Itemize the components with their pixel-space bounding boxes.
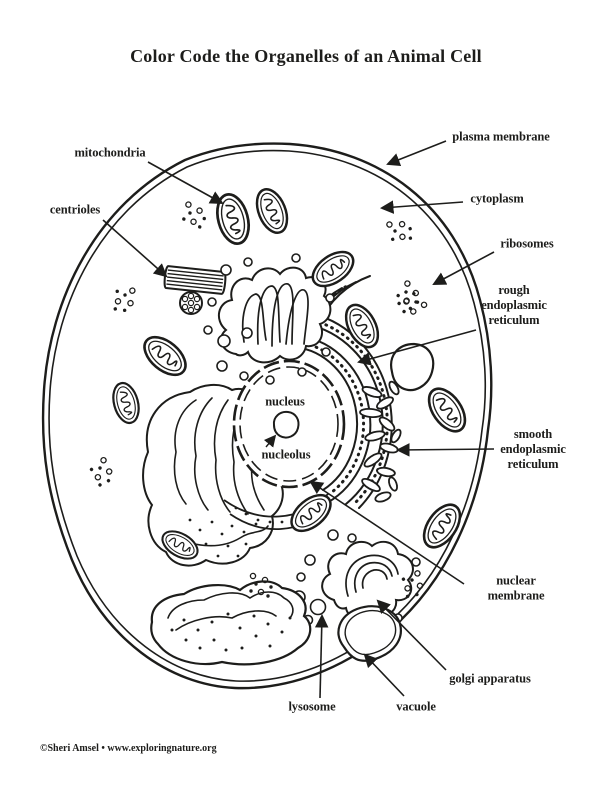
lysosome-structure <box>309 598 327 616</box>
callout-arrows <box>102 140 495 699</box>
arrow-nuclear-membrane <box>309 480 465 585</box>
label-vacuole: vacuole <box>396 699 436 714</box>
page-title: Color Code the Organelles of an Animal C… <box>130 46 482 66</box>
arrow-mitochondria <box>147 161 224 204</box>
nucleolus-pointer <box>263 434 277 448</box>
arrow-plasma-membrane <box>386 140 447 167</box>
centrioles-structure <box>163 265 227 315</box>
arrow-lysosome <box>314 613 329 699</box>
label-plasma-membrane: plasma membrane <box>452 129 550 144</box>
label-golgi-apparatus: golgi apparatus <box>449 671 531 686</box>
label-nucleus: nucleus <box>265 394 305 409</box>
arrow-golgi-apparatus <box>376 599 447 671</box>
label-rough-er: rough endoplasmic reticulum <box>481 282 547 327</box>
nucleolus-shape <box>272 410 300 439</box>
label-lysosome: lysosome <box>288 699 336 714</box>
vesicle-blob <box>390 342 435 392</box>
arrow-cytoplasm <box>379 200 464 214</box>
arrow-rough-er <box>357 329 477 366</box>
label-mitochondria: mitochondria <box>74 145 146 160</box>
arrow-vacuole <box>363 653 405 697</box>
label-ribosomes: ribosomes <box>500 236 554 251</box>
arrow-centrioles <box>102 219 168 278</box>
bottom-er-crescent <box>150 580 312 666</box>
nucleus-structure <box>232 359 346 489</box>
label-nuclear-membrane: nuclear membrane <box>487 573 545 602</box>
label-nucleolus: nucleolus <box>261 447 311 462</box>
label-cytoplasm: cytoplasm <box>470 191 524 206</box>
golgi-apparatus-structure <box>292 529 421 636</box>
arrow-ribosomes <box>432 251 495 285</box>
label-centrioles: centrioles <box>49 202 101 217</box>
smooth-endoplasmic-reticulum <box>359 380 402 503</box>
arrow-smooth-er <box>395 443 495 457</box>
copyright-footer: ©Sheri Amsel • www.exploringnature.org <box>40 743 217 754</box>
label-smooth-er: smooth endoplasmic reticulum <box>500 426 566 471</box>
